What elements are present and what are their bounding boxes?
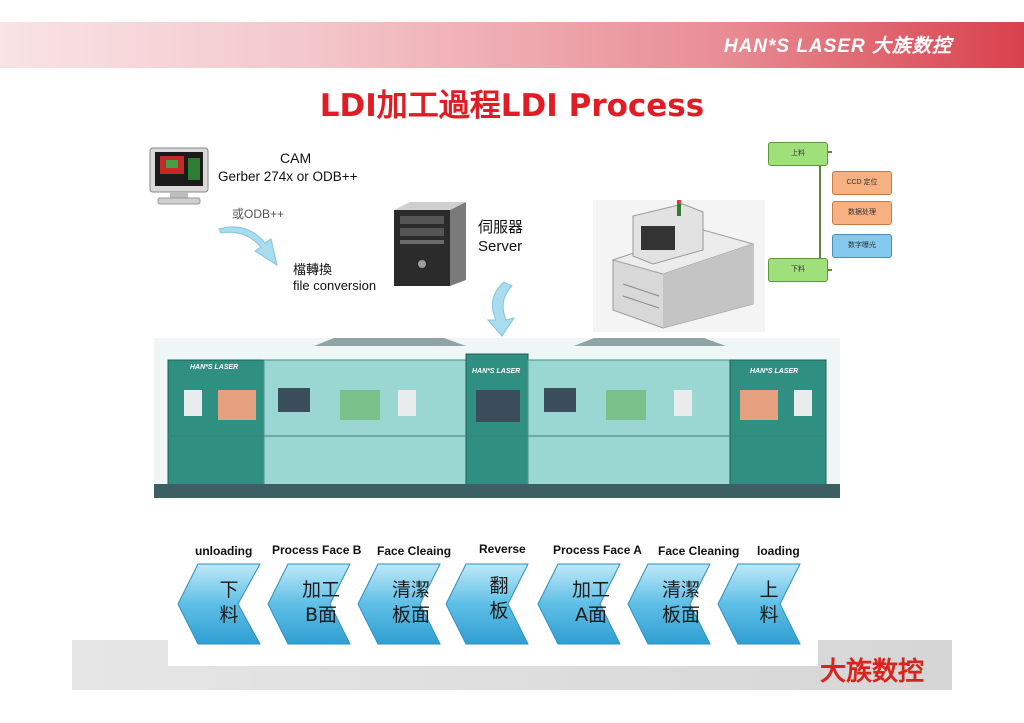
ldi-machine-image (593, 200, 765, 332)
step-label-loading: loading (757, 544, 800, 558)
flowchart-item-unloading: 下料 (768, 258, 828, 282)
step-label-reverse: Reverse (479, 542, 526, 556)
line-badge-left: HAN*S LASER (190, 364, 239, 371)
footer-brand-logo: 大族数控 (819, 657, 924, 687)
server-label-zh: 伺服器 (478, 219, 524, 236)
line-badge-center: HAN*S LASER (472, 368, 521, 375)
faint-format-label: 或ODB++ (232, 207, 285, 221)
step-zh-loading: 上料 (759, 579, 779, 626)
flowchart-item-loading: 上料 (768, 142, 828, 166)
computer-monitor-icon (149, 147, 209, 205)
brand-logo: HAN*S LASER 大族数控 (723, 36, 952, 57)
line-badge-right: HAN*S LASER (750, 368, 799, 375)
conversion-label-en: file conversion (293, 278, 377, 293)
step-label-cleaning-2: Face Cleaning (658, 544, 740, 558)
flowchart-item-data: 数据处理 (832, 201, 892, 225)
cam-label: CAM (280, 150, 312, 166)
step-zh-cleaning-1: 清潔板面 (391, 579, 430, 626)
page-title: LDI加工過程LDI Process (319, 88, 705, 124)
process-chevrons (177, 563, 801, 645)
step-label-process-b: Process Face B (272, 543, 362, 557)
conversion-label-zh: 檔轉換 (293, 262, 333, 277)
chevron-process-a (537, 563, 621, 645)
conversion-arrow-icon (218, 226, 278, 267)
chevron-unloading (177, 563, 261, 645)
step-zh-unloading: 下料 (219, 579, 239, 626)
header-band (0, 22, 1024, 68)
flowchart-item-ccd: CCD 定位 (832, 171, 892, 195)
step-zh-reverse: 翻板 (489, 575, 509, 622)
server-tower-icon (394, 202, 466, 286)
down-arrow-icon (486, 281, 516, 337)
chevron-process-b (267, 563, 351, 645)
step-zh-cleaning-2: 清潔板面 (661, 579, 700, 626)
chevron-loading (717, 563, 801, 645)
step-label-cleaning-1: Face Cleaing (377, 544, 452, 558)
cam-format-label: Gerber 274x or ODB++ (218, 169, 358, 184)
production-line-image (154, 338, 840, 498)
chevron-reverse (445, 563, 529, 645)
chevron-cleaning-1 (357, 563, 441, 645)
flowchart-item-exposure: 数字曝光 (832, 234, 892, 258)
step-label-unloading: unloading (195, 544, 253, 558)
server-label-en: Server (478, 238, 523, 255)
chevron-cleaning-2 (627, 563, 711, 645)
step-label-process-a: Process Face A (553, 543, 642, 557)
